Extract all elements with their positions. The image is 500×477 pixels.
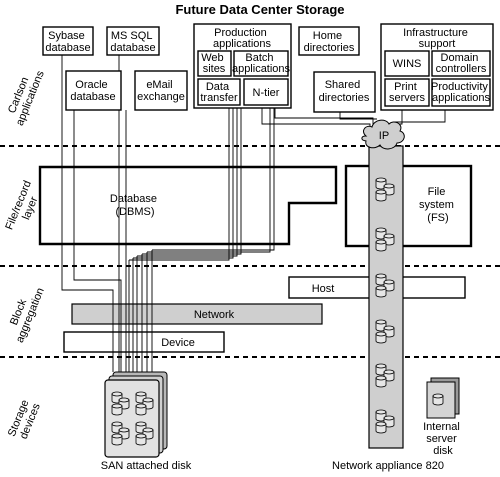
web-sites-label: Web sites xyxy=(201,52,226,75)
data-transfer-box xyxy=(197,78,241,106)
domain-controllers-box xyxy=(431,50,491,77)
layer-label-block: Block aggregation xyxy=(3,282,47,345)
diagram-title: Future Data Center Storage xyxy=(175,2,344,17)
oracle-box xyxy=(65,70,122,111)
fs-label: File system (FS) xyxy=(419,186,457,224)
oracle-label: Oracle database xyxy=(70,79,115,103)
host-label: Host xyxy=(312,283,335,295)
internal-disk-label: Internal server disk xyxy=(423,421,463,457)
shared-dirs-label: Shared directories xyxy=(319,79,370,104)
san-wires xyxy=(61,55,275,372)
domain-controllers-label: Domain controllers xyxy=(436,52,487,75)
network-box xyxy=(71,303,323,325)
shared-dirs-box xyxy=(313,71,376,113)
infrastructure-title: Infrastructure support xyxy=(403,27,471,50)
file-system-box xyxy=(344,164,473,248)
database-dbms-box xyxy=(38,165,338,246)
production-title: Production applications xyxy=(213,27,272,50)
ip-label: IP xyxy=(379,130,389,142)
home-dirs-box xyxy=(298,26,360,56)
layer-label-apps: Carlson applications xyxy=(3,64,47,127)
san-attached-disk-icon xyxy=(104,371,168,458)
mssql-label: MS SQL database xyxy=(110,30,155,54)
device-label: Device xyxy=(161,337,195,349)
mssql-box xyxy=(106,26,160,56)
batch-apps-box xyxy=(233,50,289,77)
dbms-label: Database (DBMS) xyxy=(110,193,160,218)
internal-server-disk-icon xyxy=(426,377,460,419)
productivity-apps-box xyxy=(431,78,491,107)
ntier-label: N-tier xyxy=(253,87,280,99)
home-dirs-label: Home directories xyxy=(304,30,355,54)
device-box xyxy=(63,331,225,353)
wins-label: WINS xyxy=(393,58,422,70)
productivity-apps-label: Productivity applications xyxy=(431,81,491,104)
ntier-box xyxy=(243,78,289,106)
data-transfer-label: Data transfer xyxy=(200,81,238,104)
print-servers-label: Print servers xyxy=(389,81,426,104)
wins-box xyxy=(384,50,430,77)
web-sites-box xyxy=(197,50,232,77)
appliance-label: Network appliance 820 xyxy=(332,460,444,472)
sybase-box xyxy=(42,26,94,56)
email-box xyxy=(134,70,188,111)
san-label: SAN attached disk xyxy=(101,460,192,472)
sybase-label: Sybase database xyxy=(45,30,90,54)
batch-apps-label: Batch applications xyxy=(232,52,291,75)
ip-cloud-icon: IP xyxy=(361,119,405,150)
layer-label-devices: Storage devices xyxy=(6,395,44,443)
print-servers-box xyxy=(384,78,430,107)
network-label: Network xyxy=(194,309,235,321)
email-label: eMail exchange xyxy=(137,79,185,103)
